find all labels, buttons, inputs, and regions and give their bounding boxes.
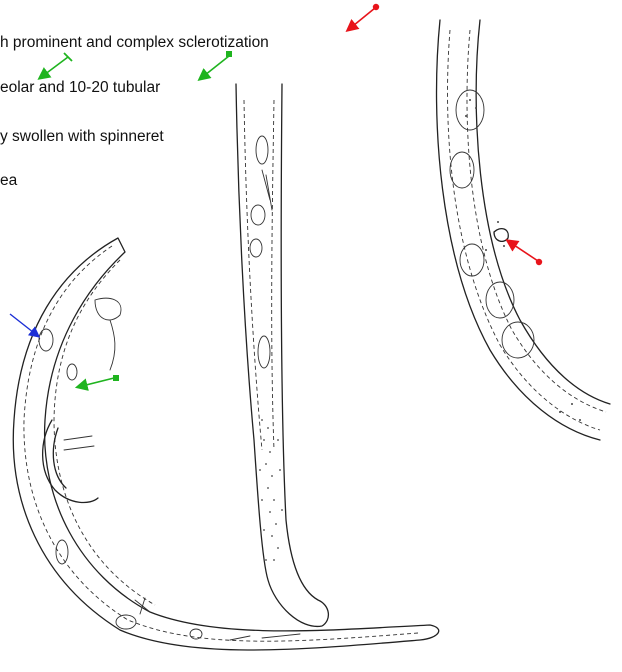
red-arrow-right (508, 241, 542, 265)
right-specimen (437, 20, 610, 440)
middle-specimen (236, 84, 328, 626)
green-arrow-bar-top (40, 53, 72, 78)
left-specimen (13, 238, 438, 650)
blue-arrow-left (10, 314, 38, 336)
red-arrow-top (348, 4, 379, 30)
green-arrow-square-left (78, 375, 119, 387)
green-arrow-square-top (200, 51, 232, 79)
